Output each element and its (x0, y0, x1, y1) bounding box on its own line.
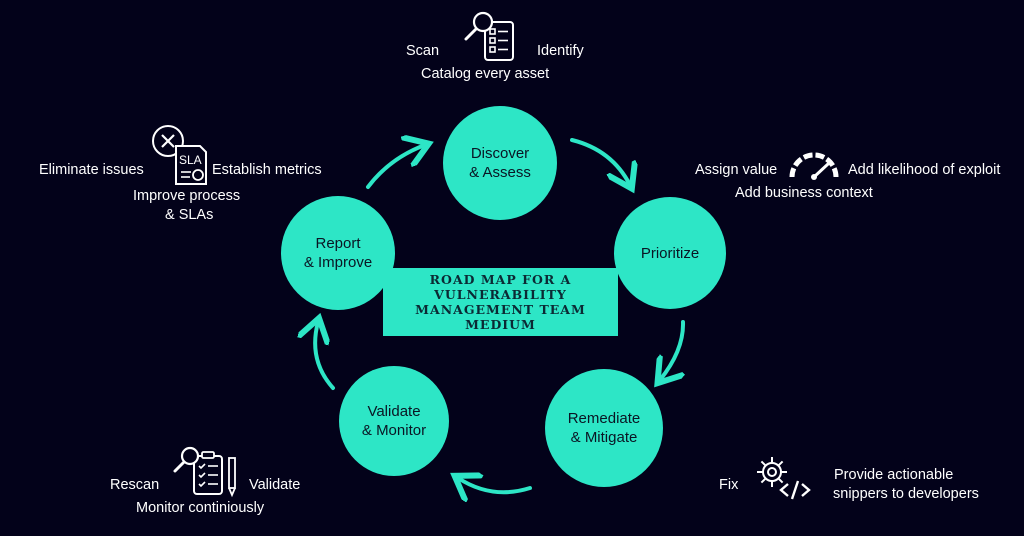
arrow-validate-to-report (315, 322, 335, 390)
node-label: Validate (367, 403, 421, 420)
node-label: & Monitor (361, 422, 427, 439)
arrow-report-to-discover (366, 145, 425, 189)
node-discover-assess: Discover & Assess (443, 106, 557, 220)
sla-document-icon: SLA (152, 125, 207, 185)
node-label: & Mitigate (570, 429, 638, 446)
report-note-slas: & SLAs (165, 207, 214, 223)
validate-note-monitor: Monitor continiously (136, 500, 265, 516)
node-remediate-mitigate: Remediate & Mitigate (545, 369, 663, 487)
node-label: Discover (470, 145, 530, 162)
center-title-line: VULNERABILITY (434, 287, 567, 302)
remediate-note-fix: Fix (719, 477, 739, 493)
discover-note-scan: Scan (406, 43, 440, 59)
report-note-metrics: Establish metrics (212, 162, 322, 178)
prioritize-note-assign: Assign value (695, 162, 778, 178)
node-label: Report (315, 235, 361, 252)
center-title-line: MEDIUM (465, 317, 536, 332)
node-label: Remediate (567, 410, 641, 427)
discover-note-catalog: Catalog every asset (421, 66, 550, 82)
center-title: ROAD MAP FOR A VULNERABILITY MANAGEMENT … (383, 268, 618, 336)
remediate-note-actionable: Provide actionable (834, 467, 954, 483)
report-note-improve: Improve process (133, 188, 241, 204)
gear-code-icon (757, 457, 811, 500)
validate-note-rescan: Rescan (110, 477, 160, 493)
node-report-improve: Report & Improve (281, 196, 395, 310)
prioritize-note-likelihood: Add likelihood of exploit (848, 162, 1001, 178)
arrow-remediate-to-validate (458, 478, 532, 492)
node-label: & Assess (469, 164, 531, 181)
svg-text:SLA: SLA (179, 153, 202, 167)
search-checklist-icon (464, 11, 514, 61)
node-prioritize: Prioritize (614, 197, 726, 309)
center-title-line: MANAGEMENT TEAM (415, 302, 586, 317)
node-label: & Improve (303, 254, 373, 271)
center-title-line: ROAD MAP FOR A (429, 272, 572, 287)
gauge-icon (789, 152, 839, 180)
discover-note-identify: Identify (537, 43, 584, 59)
node-validate-monitor: Validate & Monitor (339, 366, 449, 476)
validate-note-validate: Validate (249, 477, 301, 493)
prioritize-note-context: Add business context (735, 185, 873, 201)
arrow-discover-to-prioritize (570, 138, 630, 185)
clipboard-pencil-icon (173, 446, 236, 498)
arrow-prioritize-to-remediate (660, 320, 686, 380)
node-label: Prioritize (640, 244, 700, 262)
report-note-eliminate: Eliminate issues (39, 162, 144, 178)
remediate-note-snippets: snippers to developers (833, 486, 979, 502)
